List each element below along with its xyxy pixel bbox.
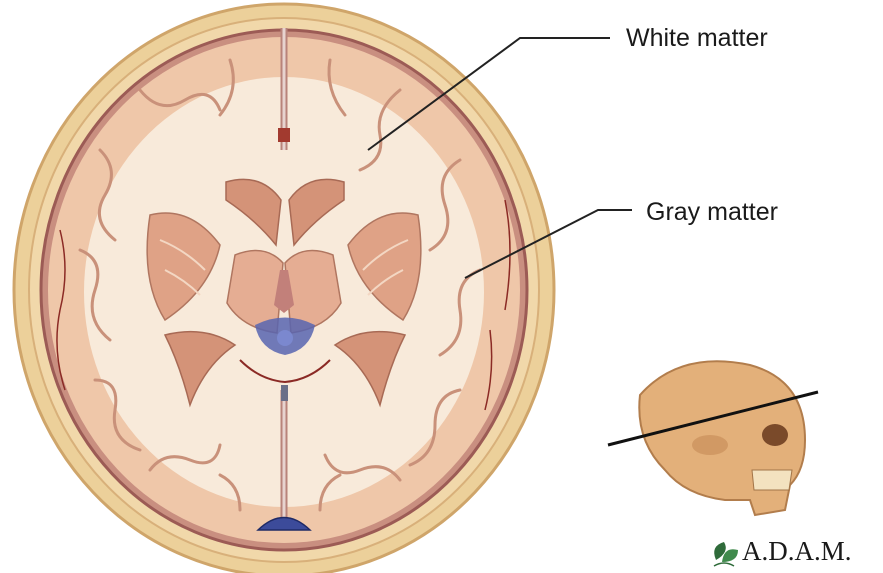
- adam-logo: A.D.A.M.: [710, 536, 852, 566]
- skull-inset-illustration: [639, 361, 805, 515]
- label-gray-matter: Gray matter: [646, 198, 778, 227]
- label-white-matter: White matter: [626, 24, 768, 53]
- fissure-vessel-front: [278, 128, 290, 142]
- logo-text: A.D.A.M.: [742, 536, 852, 567]
